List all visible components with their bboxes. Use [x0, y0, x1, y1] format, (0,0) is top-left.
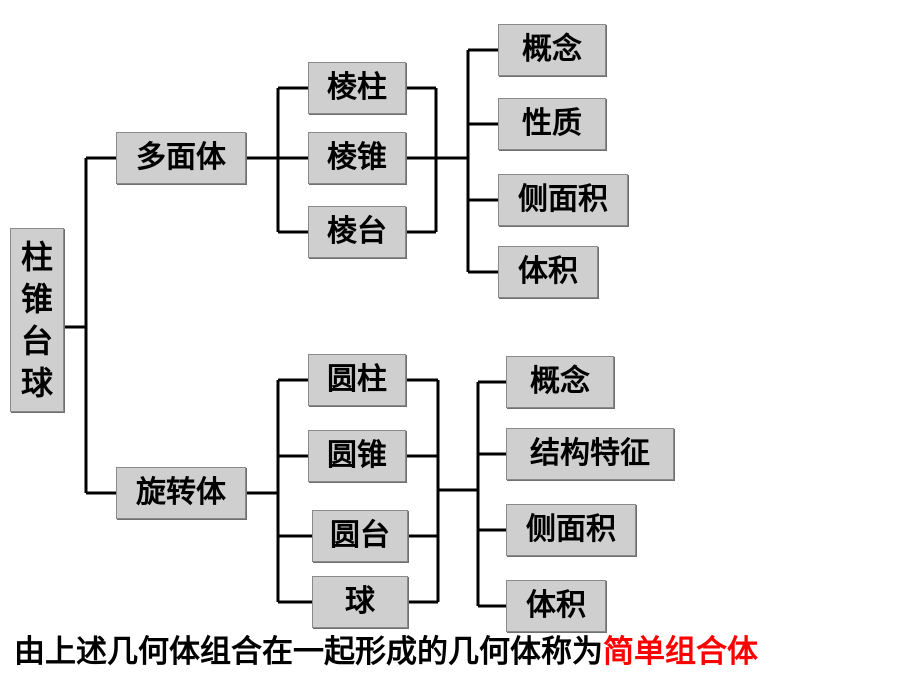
revolution-attr-volume: 体积 — [506, 580, 606, 632]
revolution-attr-concept: 概念 — [506, 356, 614, 408]
footer-text: 由上述几何体组合在一起形成的几何体称为 — [14, 634, 603, 670]
root-char-2: 锥 — [20, 280, 53, 318]
root-node: 柱 锥 台 球 — [10, 228, 64, 412]
revolution-item-cylinder: 圆柱 — [308, 354, 406, 406]
revolution-attr-structural-features: 结构特征 — [506, 428, 674, 480]
polyhedron-item-pyramid: 棱锥 — [308, 132, 406, 184]
polyhedron-node: 多面体 — [116, 132, 246, 184]
root-char-1: 柱 — [20, 238, 53, 276]
revolution-item-cone: 圆锥 — [308, 430, 406, 482]
solid-of-revolution-node: 旋转体 — [116, 467, 246, 519]
root-char-4: 球 — [20, 364, 53, 402]
footer-highlight: 简单组合体 — [603, 634, 758, 670]
polyhedron-attr-lateral-area: 侧面积 — [498, 174, 628, 226]
revolution-attr-lateral-area: 侧面积 — [506, 504, 636, 556]
polyhedron-item-prism: 棱柱 — [308, 62, 406, 114]
revolution-item-sphere: 球 — [312, 576, 408, 628]
root-char-3: 台 — [20, 322, 53, 360]
polyhedron-attr-properties: 性质 — [498, 98, 606, 150]
polyhedron-attr-volume: 体积 — [498, 246, 598, 298]
polyhedron-attr-concept: 概念 — [498, 24, 606, 76]
revolution-item-frustum: 圆台 — [312, 510, 408, 562]
polyhedron-item-frustum: 棱台 — [308, 206, 406, 258]
footer-caption: 由上述几何体组合在一起形成的几何体称为简单组合体 — [14, 626, 758, 671]
